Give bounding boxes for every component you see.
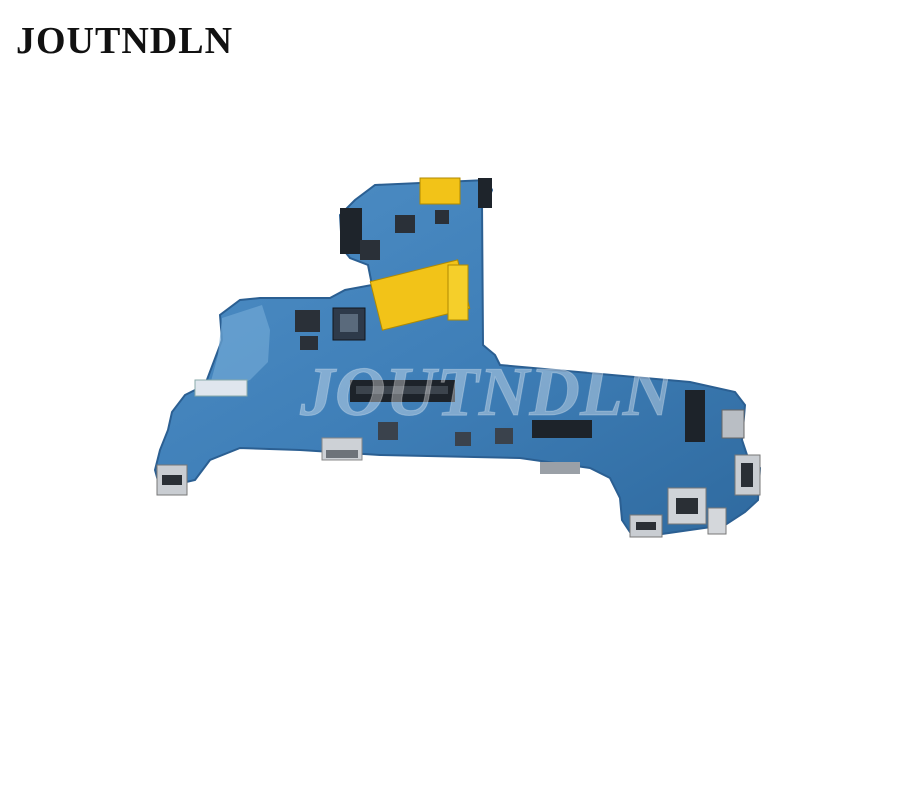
audio-port bbox=[707, 507, 727, 535]
barcode-label bbox=[194, 379, 248, 397]
yellow-sticker-ram-2 bbox=[447, 264, 469, 321]
yellow-sticker-top bbox=[419, 177, 461, 205]
sata-connector-right bbox=[478, 178, 492, 208]
pcb-board bbox=[153, 178, 762, 537]
sata-connector-left bbox=[340, 208, 362, 254]
pcb-left-panel bbox=[210, 305, 270, 390]
bottom-connector bbox=[540, 462, 580, 474]
msata-slot bbox=[532, 420, 592, 438]
mini-slot-right bbox=[685, 390, 705, 442]
brand-logo-text: JOUTNDLN bbox=[16, 20, 234, 62]
watermark-text: JOUTNDLN bbox=[299, 354, 676, 431]
power-jack bbox=[721, 409, 745, 439]
